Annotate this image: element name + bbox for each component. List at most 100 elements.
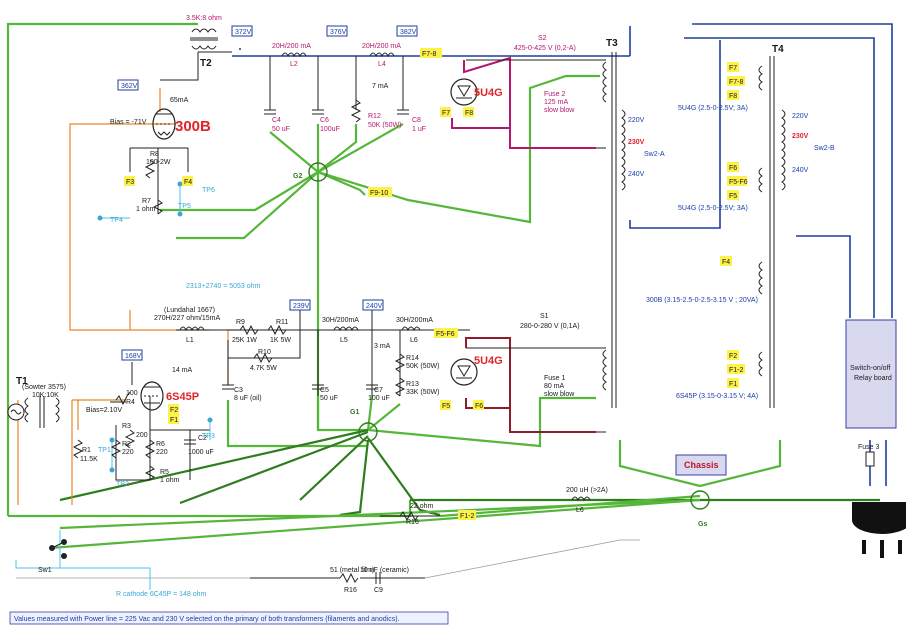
s1-spec: 280-0-280 V (0,1A)	[520, 323, 580, 330]
r11-label: R11	[276, 319, 288, 326]
t4-spec-top: 5U4G (2.5-0-2.5V; 3A)	[678, 105, 748, 112]
c2-value: 1000 uF	[188, 449, 214, 456]
tag-f4: F4	[184, 179, 192, 186]
tp5-label: TP5	[178, 203, 191, 210]
r7-label: R7	[142, 198, 151, 205]
r4-label: R4	[126, 399, 135, 406]
ground-gs-label: Gs	[698, 521, 707, 528]
fuse-3	[865, 451, 875, 467]
relay-line2: Relay board	[854, 375, 892, 382]
tube-300b	[152, 108, 176, 140]
choke-l4	[369, 52, 395, 58]
r9-label: R9	[236, 319, 245, 326]
ground-star-g1	[358, 422, 378, 442]
chassis-label: Chassis	[684, 460, 719, 470]
r6-value: 220	[156, 449, 168, 456]
r12-value: 50K (50W)	[368, 122, 401, 129]
c5-value: 50 uF	[320, 395, 338, 402]
ground-wires	[6, 22, 880, 550]
r8-label: R8	[150, 151, 159, 158]
r1-value: 11.5K	[80, 456, 98, 463]
t4-tag-f6: F6	[729, 165, 737, 172]
output-transformer-t2	[190, 28, 218, 50]
r12-label: R12	[368, 113, 381, 120]
interstage-spec: 270H/227 ohm/15mA	[154, 315, 220, 322]
fuse2-line1: Fuse 2	[544, 91, 566, 98]
r5-value: 1 ohm	[160, 477, 180, 484]
c2-label: C2	[198, 435, 207, 442]
fuse2-line2: 125 mA	[544, 99, 568, 106]
component-wiring	[110, 51, 470, 481]
tp6-label: TP6	[202, 187, 215, 194]
t4-label: T4	[772, 44, 784, 55]
r9-value: 25K 1W	[232, 337, 257, 344]
l6-spec: 30H/200mA	[396, 317, 433, 324]
voltage-168: 168V	[125, 353, 142, 360]
relay-line1: Switch-on/off	[850, 365, 890, 372]
choke-l2	[281, 52, 307, 58]
rectifier-upper-name: 5U4G	[474, 87, 503, 99]
power-transformer-t3	[596, 52, 626, 433]
l4-label: L4	[378, 61, 386, 68]
tag-f2: F2	[170, 407, 178, 414]
chassis-box	[675, 454, 727, 476]
r6-label: R6	[156, 441, 165, 448]
tag-f78: F7-8	[422, 51, 437, 58]
bottom-wires	[16, 515, 640, 579]
c3-label: C3	[234, 387, 243, 394]
rail-sum: 2313+2740 = 5053 ohm	[186, 283, 261, 290]
tube-6s45p	[140, 381, 164, 411]
fuse1-line3: slow blow	[544, 391, 575, 398]
t4-tag-f2: F2	[729, 353, 737, 360]
l5-spec: 30H/200mA	[322, 317, 359, 324]
tp2-label: TP2	[116, 481, 129, 488]
tp3-label: TP3	[202, 433, 215, 440]
t4-tag-f5f6: F5-F6	[729, 179, 748, 186]
s2-spec: 425-0-425 V (0,2-A)	[514, 45, 576, 52]
capacitors	[184, 109, 409, 584]
r3-label: R3	[122, 423, 131, 430]
t3-230: 230V	[628, 139, 645, 146]
r3-value: 200	[136, 432, 148, 439]
l6-label: L6	[410, 337, 418, 344]
t4-tag-f8: F8	[729, 93, 737, 100]
ground-star-gs	[690, 490, 710, 510]
c4-value: 50 uF	[272, 126, 290, 133]
t4-tag-f5: F5	[729, 193, 737, 200]
r14-value: 50K (50W)	[406, 363, 439, 370]
voltage-382: 382V	[400, 29, 417, 36]
fuse1-line2: 80 mA	[544, 383, 565, 390]
r7-value: 1 ohm	[136, 206, 156, 213]
r10-value: 4.7K 5W	[250, 365, 277, 372]
t4-spec-300b: 300B (3.15-2.5-0-2.5-3.15 V ; 20VA)	[646, 297, 758, 304]
test-point-dots	[97, 181, 213, 473]
t3-label: T3	[606, 38, 618, 49]
mains-plug-icon	[852, 502, 906, 558]
t1-model: (Sowter 3575)	[22, 384, 66, 391]
label-boxes	[9, 25, 747, 625]
fuse3-label: Fuse 3	[858, 444, 880, 451]
l5-label: L5	[340, 337, 348, 344]
l2-spec: 20H/200 mA	[272, 43, 311, 50]
tag-f12: F1-2	[460, 513, 475, 520]
tag-f6: F6	[475, 403, 483, 410]
r5-label: R5	[160, 469, 169, 476]
tag-f7: F7	[442, 110, 450, 117]
input-transformer-t1	[7, 396, 60, 428]
t4-spec-mid: 5U4G (2.5-0-2.5V; 3A)	[678, 205, 748, 212]
t4-230: 230V	[792, 133, 809, 140]
r14-label: R14	[406, 355, 419, 362]
choke-l6b	[571, 496, 591, 502]
l6b-label: L6	[576, 507, 584, 514]
tag-f8: F8	[465, 110, 473, 117]
choke-l1	[179, 326, 205, 332]
fuse2-line3: slow blow	[544, 107, 575, 114]
relay-board-box	[845, 319, 897, 429]
c6-label: C6	[320, 117, 329, 124]
tp1-label: TP1	[98, 447, 111, 454]
hv-secondary-wires	[451, 56, 596, 433]
resistors	[72, 99, 419, 584]
power-tube-bias: Bias = -71V	[110, 119, 147, 126]
driver-tube-bias: Bias=2.10V	[86, 407, 122, 414]
